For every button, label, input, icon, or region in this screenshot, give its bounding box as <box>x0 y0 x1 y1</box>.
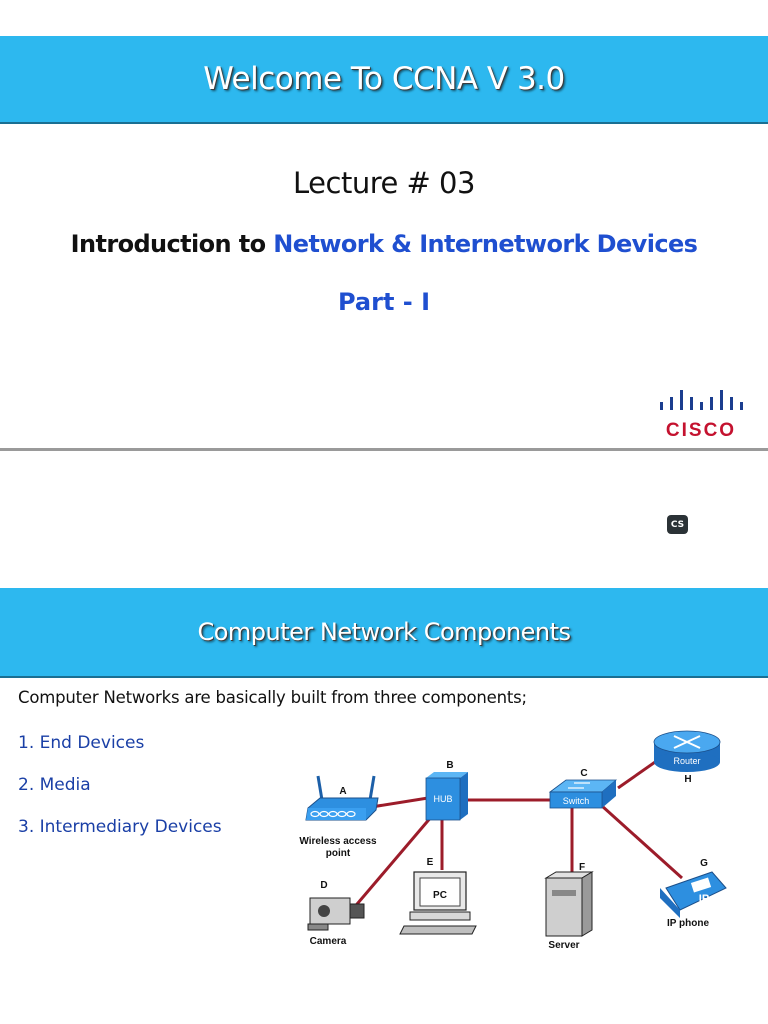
slide2-title: Computer Network Components <box>197 618 571 646</box>
list-item: 1. End Devices <box>18 733 145 753</box>
subtitle-prefix: Introduction to <box>70 230 274 258</box>
component-list: 1. End Devices 2. Media 3. Intermediary … <box>18 732 222 858</box>
network-cables <box>350 758 684 911</box>
top-margin <box>0 0 768 36</box>
label-g: G <box>700 858 708 869</box>
lecture-part: Part - I <box>337 288 431 316</box>
server-icon <box>544 871 594 937</box>
list-item: 3. Intermediary Devices <box>18 817 222 837</box>
slide1-body: Lecture # 03 Introduction to Network & I… <box>0 124 768 448</box>
label-h: H <box>684 774 691 785</box>
cisco-logo: CISCO <box>660 390 743 440</box>
subtitle-highlight: Network & Internetwork Devices <box>273 230 698 258</box>
slide1-title-banner: Welcome To CCNA V 3.0 <box>0 36 768 124</box>
network-diagram: A Wireless access point HUB B Switch C R… <box>299 730 727 951</box>
label-d: D <box>320 880 327 891</box>
ip-phone-label: IP phone <box>667 918 709 929</box>
cisco-bars-icon <box>660 390 743 410</box>
hub-icon: HUB <box>425 772 468 821</box>
hub-label: HUB <box>433 794 452 804</box>
wap-label-line2: point <box>326 848 351 859</box>
slide2-intro: Computer Networks are basically built fr… <box>18 688 527 707</box>
pc-label: PC <box>433 890 447 901</box>
wap-label-line1: Wireless access <box>299 836 377 847</box>
label-c: C <box>580 768 587 779</box>
ip-phone-icon: IP <box>660 871 727 918</box>
label-b: B <box>446 760 453 771</box>
lecture-number: Lecture # 03 <box>293 166 475 200</box>
label-a: A <box>339 786 346 797</box>
cisco-wordmark: CISCO <box>666 420 736 440</box>
slide2-title-banner: Computer Network Components <box>0 588 768 678</box>
slide-divider <box>0 448 768 451</box>
camscanner-badge: CS <box>667 515 688 534</box>
switch-icon: Switch <box>548 779 618 809</box>
router-icon: Router <box>653 730 721 772</box>
server-label: Server <box>548 940 579 951</box>
switch-label: Switch <box>563 796 590 806</box>
pc-icon: PC <box>399 871 477 935</box>
label-e: E <box>427 857 434 868</box>
slide1-title: Welcome To CCNA V 3.0 <box>203 61 565 97</box>
lecture-subtitle: Introduction to Network & Internetwork D… <box>0 230 768 258</box>
wireless-access-point-icon <box>305 775 379 821</box>
camera-label: Camera <box>310 936 347 947</box>
list-item: 2. Media <box>18 775 91 795</box>
label-f: F <box>579 862 585 873</box>
router-label: Router <box>673 756 700 766</box>
ip-label: IP <box>699 893 709 905</box>
camera-icon <box>307 897 365 931</box>
